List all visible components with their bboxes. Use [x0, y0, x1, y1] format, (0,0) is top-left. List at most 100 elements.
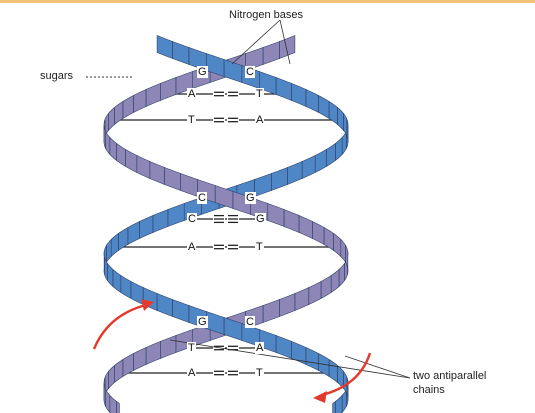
base-letter-left: C: [187, 213, 197, 225]
strand-one-segment: [128, 222, 140, 245]
strand-one-segment: [168, 204, 184, 227]
strand-two-segment: [263, 42, 280, 65]
strand-one-segment: [173, 42, 190, 65]
base-letter-left: C: [197, 192, 207, 204]
strand-two-segment: [115, 360, 123, 383]
base-letter-left: A: [187, 241, 196, 253]
strand-one-segment: [329, 360, 337, 383]
strand-two-segment: [280, 36, 295, 59]
strand-two-segment: [109, 366, 115, 389]
base-letter-right: A: [255, 114, 264, 126]
base-letter-right: T: [255, 367, 264, 379]
base-letter-right: T: [255, 241, 264, 253]
strand-one-segment: [113, 270, 121, 293]
strand-one-segment: [344, 372, 348, 395]
strand-two-segment: [117, 402, 120, 413]
strand-two-segment: [341, 240, 346, 263]
strand-two-segment: [110, 396, 117, 413]
strand-two-segment: [133, 348, 146, 371]
base-letter-right: G: [255, 213, 266, 225]
strand-one-segment: [140, 216, 153, 239]
strand-one-segment: [287, 162, 302, 185]
strand-two-segment: [284, 210, 299, 233]
strand-two-segment: [309, 282, 321, 305]
strand-one-segment: [342, 132, 346, 155]
strand-one-segment: [157, 294, 172, 317]
base-letter-right: C: [245, 66, 255, 78]
base-letter-right: G: [245, 192, 256, 204]
strand-one-segment: [344, 114, 348, 137]
strand-two-segment: [117, 144, 126, 167]
base-letter-left: T: [187, 114, 196, 126]
strand-two-segment: [106, 390, 110, 413]
antiparallel-chains-label-line2: chains: [413, 384, 445, 396]
strand-one-segment: [254, 174, 271, 197]
strand-two-segment: [160, 336, 176, 359]
strand-one-segment: [271, 168, 287, 191]
nitrogen-bases-label: Nitrogen bases: [229, 9, 303, 21]
strand-one-segment: [302, 156, 315, 179]
strand-two-segment: [123, 96, 133, 119]
strand-two-segment: [331, 270, 339, 293]
strand-two-segment: [299, 216, 312, 239]
strand-two-segment: [146, 342, 160, 365]
strand-one-segment: [338, 108, 344, 131]
strand-two-segment: [150, 162, 165, 185]
strand-one-segment: [157, 36, 172, 59]
downward-arrowhead-icon: [313, 391, 327, 403]
strand-one-segment: [276, 78, 292, 101]
strand-two-segment: [106, 132, 110, 155]
strand-two-segment: [146, 84, 160, 107]
base-letter-right: A: [255, 342, 264, 354]
base-letter-left: G: [197, 66, 208, 78]
strand-one-segment: [335, 138, 342, 161]
strand-one-segment: [335, 396, 342, 413]
base-letter-left: G: [197, 316, 208, 328]
strand-one-segment: [306, 348, 319, 371]
strand-one-segment: [173, 300, 190, 323]
strand-one-segment: [276, 336, 292, 359]
strand-one-segment: [338, 366, 344, 389]
strand-two-segment: [109, 108, 115, 131]
strand-one-segment: [121, 276, 131, 299]
helix-strands: [104, 36, 348, 413]
strand-two-segment: [137, 156, 150, 179]
strand-two-segment: [268, 204, 284, 227]
strand-one-segment: [326, 144, 335, 167]
strand-one-segment: [306, 90, 319, 113]
strand-one-segment: [319, 96, 330, 119]
strand-two-segment: [126, 150, 137, 173]
sugars-label: sugars: [40, 70, 73, 82]
base-letter-right: C: [245, 316, 255, 328]
strand-one-segment: [342, 390, 346, 413]
strand-two-segment: [165, 168, 181, 191]
strand-one-segment: [111, 234, 118, 257]
strand-two-segment: [339, 264, 345, 287]
base-letter-left: A: [187, 367, 196, 379]
upward-arrow-icon: [94, 305, 146, 349]
strand-two-segment: [321, 276, 331, 299]
strand-two-segment: [160, 78, 176, 101]
strand-one-segment: [333, 402, 336, 413]
strand-two-segment: [295, 288, 309, 311]
strand-one-segment: [131, 282, 143, 305]
strand-two-segment: [115, 102, 123, 125]
strand-one-segment: [329, 102, 337, 125]
strand-two-segment: [313, 222, 325, 245]
strand-two-segment: [133, 90, 146, 113]
strand-one-segment: [108, 264, 114, 287]
antiparallel-chains-label-line1: two antiparallel: [413, 370, 486, 382]
strand-two-segment: [110, 138, 117, 161]
strand-one-segment: [153, 210, 168, 233]
strand-two-segment: [334, 234, 341, 257]
strand-two-segment: [280, 294, 295, 317]
base-letter-left: T: [187, 342, 196, 354]
strand-one-segment: [315, 150, 326, 173]
base-letter-left: A: [187, 88, 196, 100]
strand-one-segment: [292, 84, 306, 107]
strand-two-segment: [263, 300, 280, 323]
strand-two-segment: [181, 174, 198, 197]
base-letter-right: T: [255, 88, 264, 100]
